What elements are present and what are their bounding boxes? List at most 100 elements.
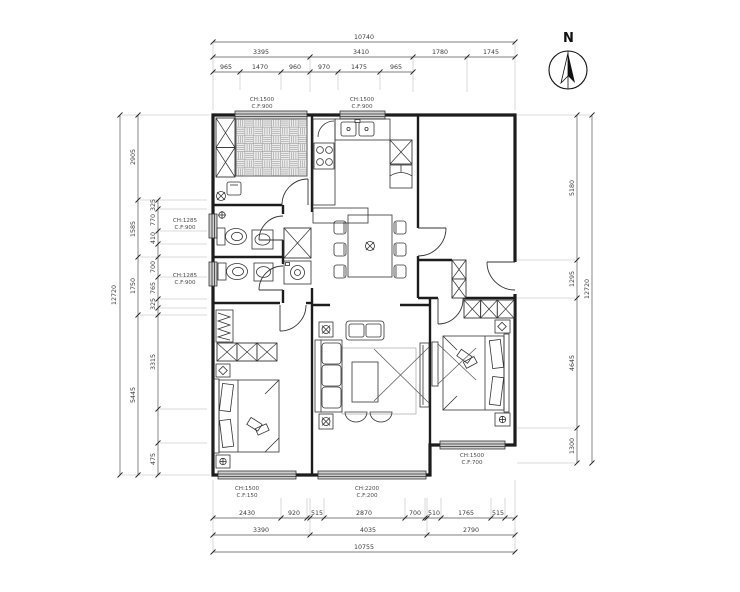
window-left-1 (208, 213, 218, 239)
window-label: C.F:900 (251, 104, 272, 110)
shower-head-icon (218, 211, 226, 219)
window-label: CH:1285 (173, 273, 198, 279)
window-label: CH:1500 (460, 453, 485, 459)
washing-machine (283, 260, 312, 285)
nightstand-lamp (494, 412, 511, 427)
dim-top-seg: 3395 (253, 49, 269, 56)
kitchen-sink (340, 119, 375, 137)
window-label: C.F:150 (236, 493, 257, 499)
dim-bot-sub: 1765 (458, 510, 474, 517)
room-bedroom-left (213, 309, 280, 469)
tv-master (431, 341, 477, 387)
dim-top-seg: 1745 (483, 49, 499, 56)
tatami-bed (235, 118, 308, 177)
door-tatami-room (281, 178, 309, 206)
dim-left-sub: 475 (150, 453, 157, 465)
dining-chairs (333, 220, 407, 279)
door-bath-2 (258, 265, 284, 291)
dim-bot-sub: 510 (428, 510, 440, 517)
dim-left-sub: 3315 (150, 354, 157, 370)
dim-right-seg: 1300 (569, 438, 576, 454)
window-top-2 (339, 110, 386, 120)
entry-door-gap (511, 262, 519, 294)
dim-left-seg: 2905 (130, 149, 137, 165)
tv-living (373, 342, 430, 408)
doors (258, 178, 516, 332)
dim-bot-sub: 515 (311, 510, 323, 517)
dim-left-sub: 770 (150, 214, 157, 226)
rug (341, 347, 417, 415)
window-label: C.F:700 (461, 460, 482, 466)
window-label: CH:1500 (350, 97, 375, 103)
window-label: CH:1500 (250, 97, 275, 103)
dim-bot-seg: 2790 (463, 527, 479, 534)
door-bedroom-master (437, 297, 464, 325)
toilet-2 (217, 262, 248, 281)
dim-right-seg: 4645 (569, 355, 576, 371)
window-label: CH:1285 (173, 218, 198, 224)
peninsula-counter (312, 207, 369, 224)
dimension-text-top: 10740 3395 3410 1780 1745 965 1470 960 9… (220, 34, 499, 71)
dim-left-sub: 325 (150, 298, 157, 310)
door-bath-1 (258, 215, 284, 241)
window-label: C.F:900 (351, 104, 372, 110)
plant-pot-icon (318, 413, 334, 430)
north-needle-light (560, 52, 569, 85)
fridge (389, 164, 413, 189)
stove (313, 142, 335, 170)
dim-top-sub: 965 (390, 64, 402, 71)
plant-pot-icon (318, 321, 334, 338)
walls (211, 113, 519, 477)
dim-left-seg: 1585 (130, 221, 137, 237)
dim-bot-sub: 920 (288, 510, 300, 517)
kitchen-counter-top (334, 118, 391, 141)
windows (208, 110, 506, 480)
dim-top-seg: 1780 (432, 49, 448, 56)
dim-top-seg: 3410 (353, 49, 369, 56)
dim-left-sub: 325 (150, 199, 157, 211)
north-indicator: N (548, 31, 588, 90)
nightstand-lamp (494, 319, 511, 334)
window-label: C.F:900 (174, 280, 195, 286)
barrel-chairs (344, 411, 393, 423)
coffee-table (351, 361, 379, 403)
window-top-1 (234, 110, 308, 120)
dim-right-overall: 12720 (584, 279, 591, 299)
window-label: C.F:900 (174, 225, 195, 231)
dim-left-seg: 1750 (130, 278, 137, 294)
small-chair (226, 181, 242, 196)
dim-top-sub: 1475 (351, 64, 367, 71)
dim-left-overall: 12720 (111, 285, 118, 305)
window-bottom-1 (217, 470, 297, 480)
ceiling-fan-icon (216, 191, 226, 201)
window-label: C.F:200 (356, 493, 377, 499)
door-hall (417, 227, 447, 257)
kitchen-counter-left (312, 118, 336, 206)
room-tatami (216, 118, 308, 201)
dim-left-sub: 700 (150, 261, 157, 273)
sofa (314, 339, 343, 413)
corner-drain-rack (317, 120, 335, 138)
bathrooms (216, 211, 312, 285)
window-labels: CH:1500 C.F:900 CH:1500 C.F:900 CH:1285 … (173, 97, 485, 499)
sink-2 (253, 262, 274, 282)
dim-bot-overall: 10755 (354, 544, 374, 551)
north-label: N (563, 31, 574, 46)
sink-1 (251, 229, 274, 250)
room-kitchen (312, 118, 413, 206)
north-needle-dark (568, 53, 575, 83)
room-dining (312, 207, 407, 279)
interior-walls (213, 115, 515, 475)
dim-right-seg: 5180 (569, 180, 576, 196)
door-bedroom-left (279, 304, 307, 332)
dim-bot-sub: 2870 (356, 510, 372, 517)
toilet-1 (216, 227, 247, 246)
dim-left-seg: 5445 (130, 387, 137, 403)
window-bottom-2 (317, 470, 427, 480)
door-entry (486, 261, 516, 291)
window-left-2 (208, 261, 218, 287)
nightstand-lamp (215, 363, 231, 378)
window-label: CH:1500 (235, 486, 260, 492)
